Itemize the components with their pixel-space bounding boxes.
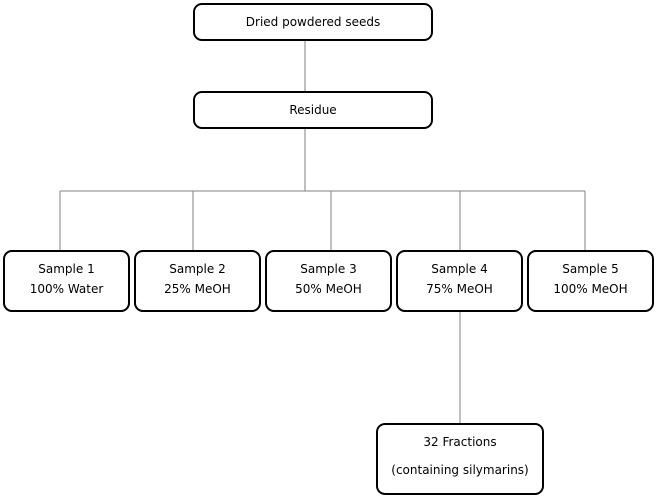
sample-3-box: Sample 3 50% MeOH: [265, 250, 392, 312]
sample-1-title: Sample 1: [38, 262, 95, 276]
sample-2-title: Sample 2: [169, 262, 226, 276]
residue-box: Residue: [193, 91, 433, 129]
fractions-title: 32 Fractions: [423, 435, 497, 449]
sample-4-solvent: 75% MeOH: [426, 282, 493, 296]
sample-2-box: Sample 2 25% MeOH: [134, 250, 261, 312]
dried-powdered-seeds-box: Dried powdered seeds: [193, 3, 433, 41]
dried-powdered-seeds-label: Dried powdered seeds: [245, 15, 381, 29]
sample-3-title: Sample 3: [300, 262, 357, 276]
fractions-box: 32 Fractions (containing silymarins): [376, 423, 544, 495]
sample-3-solvent: 50% MeOH: [295, 282, 362, 296]
sample-5-box: Sample 5 100% MeOH: [527, 250, 654, 312]
residue-label: Residue: [289, 103, 337, 117]
sample-4-title: Sample 4: [431, 262, 488, 276]
sample-5-title: Sample 5: [562, 262, 619, 276]
sample-5-solvent: 100% MeOH: [553, 282, 628, 296]
sample-1-box: Sample 1 100% Water: [3, 250, 130, 312]
fractions-note: (containing silymarins): [391, 463, 529, 477]
sample-2-solvent: 25% MeOH: [164, 282, 231, 296]
sample-1-solvent: 100% Water: [29, 282, 104, 296]
sample-4-box: Sample 4 75% MeOH: [396, 250, 523, 312]
